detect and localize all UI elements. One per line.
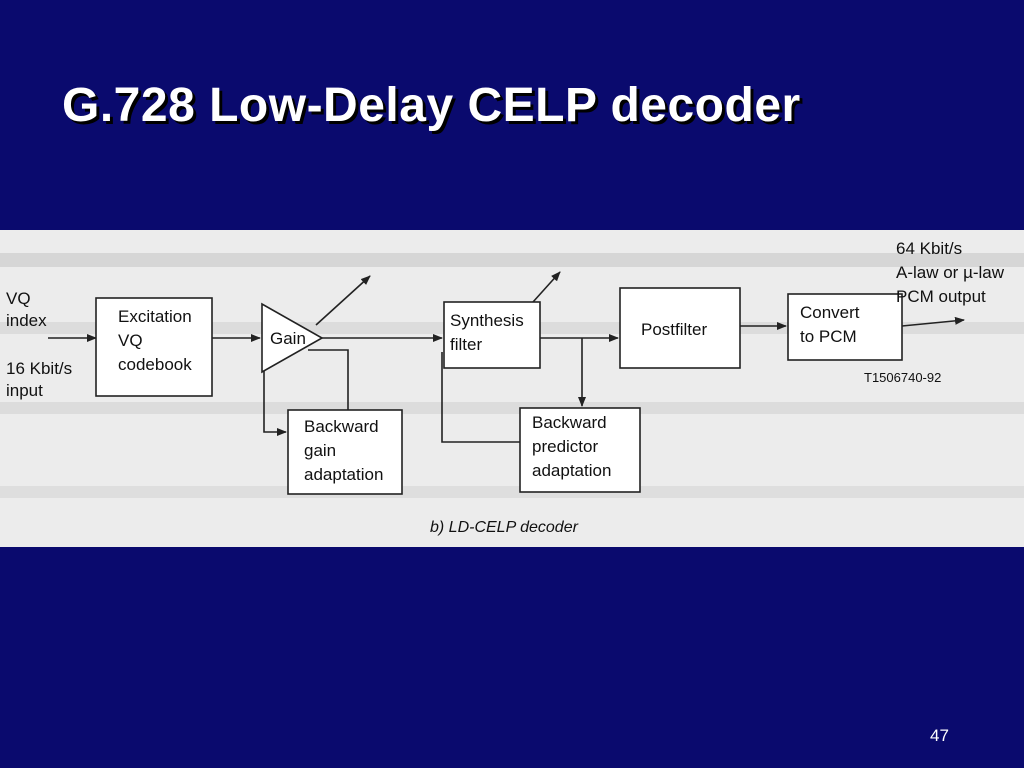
figure-caption: b) LD-CELP decoder	[430, 519, 579, 536]
svg-text:Excitation: Excitation	[118, 307, 192, 326]
figure-code: T1506740-92	[864, 370, 941, 385]
output-label-rate: 64 Kbit/s	[896, 239, 962, 258]
svg-text:adaptation: adaptation	[532, 461, 611, 480]
svg-text:adaptation: adaptation	[304, 465, 383, 484]
decoder-diagram: VQ index 16 Kbit/s input Excitation VQ c…	[0, 230, 1024, 547]
svg-text:Backward: Backward	[532, 413, 607, 432]
arrow-gain-tap	[315, 275, 371, 326]
block-convert-to-pcm: Convert to PCM	[787, 293, 903, 361]
block-excitation-vq-codebook: Excitation VQ codebook	[95, 297, 213, 397]
decoder-diagram-figure: VQ index 16 Kbit/s input Excitation VQ c…	[0, 230, 1024, 547]
block-backward-predictor-adaptation: Backward predictor adaptation	[519, 407, 641, 493]
input-label-vq: VQ	[6, 289, 31, 308]
output-label-pcm: PCM output	[896, 287, 986, 306]
input-label-index: index	[6, 311, 47, 330]
input-label-rate: 16 Kbit/s	[6, 359, 72, 378]
svg-text:predictor: predictor	[532, 437, 598, 456]
svg-text:Gain: Gain	[270, 329, 306, 348]
svg-text:VQ: VQ	[118, 331, 143, 350]
block-gain: Gain	[261, 302, 324, 374]
svg-text:Postfilter: Postfilter	[641, 320, 707, 339]
svg-text:to PCM: to PCM	[800, 327, 857, 346]
gain-feedback-line	[308, 349, 349, 410]
svg-text:Backward: Backward	[304, 417, 379, 436]
block-backward-gain-adaptation: Backward gain adaptation	[287, 409, 403, 495]
svg-text:Synthesis: Synthesis	[450, 311, 524, 330]
predictor-feedback-line	[441, 352, 520, 443]
svg-text:gain: gain	[304, 441, 336, 460]
block-postfilter: Postfilter	[619, 287, 741, 369]
output-label-law: A-law or µ-law	[896, 263, 1005, 282]
page-number: 47	[930, 726, 949, 745]
arrow-output	[901, 316, 965, 327]
svg-text:Convert: Convert	[800, 303, 860, 322]
svg-text:codebook: codebook	[118, 355, 192, 374]
svg-text:filter: filter	[450, 335, 482, 354]
block-synthesis-filter: Synthesis filter	[443, 301, 541, 369]
slide-title: G.728 Low-Delay CELP decoder	[62, 79, 801, 132]
input-label-input: input	[6, 381, 43, 400]
